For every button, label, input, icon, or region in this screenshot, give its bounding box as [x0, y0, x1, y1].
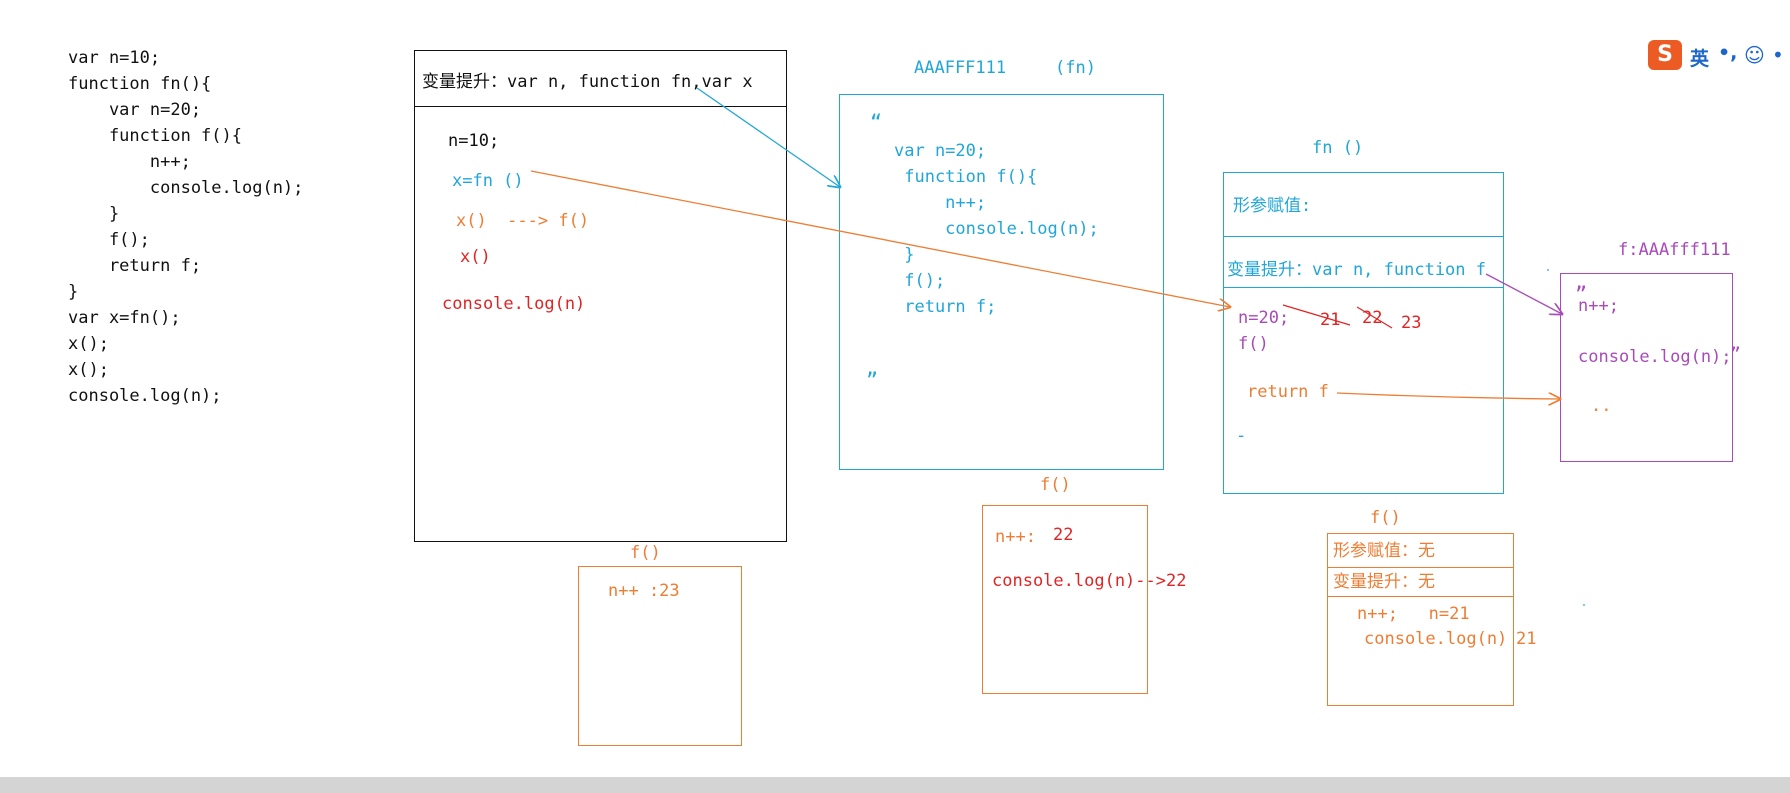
f-heap-line-1: n++;: [1578, 296, 1619, 316]
code-line: function f(){: [68, 126, 242, 146]
fn-context-box: [1223, 172, 1504, 494]
code-line: x();: [68, 360, 109, 380]
arrow-function-f-to-f-heap: [1485, 273, 1562, 314]
f-ctx-1-n-line: n++; n=21: [1357, 604, 1470, 624]
code-line: f();: [68, 230, 150, 250]
ime-mode-button[interactable]: 英: [1690, 48, 1710, 70]
code-line: }: [68, 282, 79, 302]
code-line: n++;: [68, 152, 191, 172]
f-heap-dots: ..: [1591, 396, 1612, 416]
global-context-divider: [414, 106, 787, 107]
code-line: var x=fn();: [68, 308, 181, 328]
f-heap-line-2: console.log(n);: [1578, 347, 1732, 367]
fn-context-n-23: 23: [1401, 313, 1422, 333]
global-hoisting-text: 变量提升：var n, function fn,var x: [422, 72, 753, 92]
f-ctx-3-n-line: n++ :23: [608, 581, 680, 601]
fn-heap-line: console.log(n);: [894, 219, 1099, 239]
arrow-x-to-fn-context: [530, 170, 1230, 307]
f-ctx-1-divider-2: [1327, 596, 1514, 597]
fn-heap-address: AAAFFF111: [914, 58, 1007, 78]
global-n-assign: n=10;: [448, 131, 500, 151]
arrow-fn-to-heap: [696, 87, 840, 187]
fn-context-hoisting: 变量提升：var n, function f: [1227, 260, 1486, 280]
f-ctx-3-title: f(): [630, 543, 661, 563]
code-line: return f;: [68, 256, 202, 276]
f-heap-address: f:AAAfff111: [1618, 240, 1731, 260]
f-heap-open-quote: ”: [1575, 282, 1588, 306]
code-line: console.log(n);: [68, 386, 222, 406]
fn-heap-open-quote: “: [870, 110, 883, 134]
microphone-icon[interactable]: •: [1772, 43, 1784, 67]
f-ctx-1-divider-1: [1327, 567, 1514, 568]
global-x-assign: x=fn (): [452, 171, 524, 191]
global-x-call-1: x() ---> f(): [456, 211, 590, 231]
strike-22: [1356, 306, 1393, 329]
sogou-logo-icon[interactable]: S: [1648, 40, 1682, 70]
fn-heap-line: }: [894, 245, 915, 265]
f-heap-close-quote: ”: [1730, 344, 1741, 365]
fn-context-n-line: n=20;: [1238, 308, 1290, 328]
fn-context-divider-2: [1223, 287, 1504, 288]
fn-context-return: return f: [1247, 382, 1329, 402]
fn-context-divider-1: [1223, 236, 1504, 237]
f-ctx-1-box: [1327, 533, 1514, 706]
f-ctx-1-title: f(): [1370, 508, 1401, 528]
fn-heap-line: function f(){: [894, 167, 1038, 187]
f-heap-box: [1560, 273, 1733, 462]
f-ctx-2-box: [982, 505, 1148, 694]
fn-heap-box: [839, 94, 1164, 470]
fn-context-params: 形参赋值:: [1233, 196, 1312, 216]
f-ctx-1-hoisting: 变量提升：无: [1333, 572, 1435, 592]
fn-context-f-call: f(): [1238, 334, 1269, 354]
arrow-return-to-f-heap: [1336, 392, 1560, 399]
fn-heap-line: return f;: [894, 297, 997, 317]
f-ctx-3-box: [578, 566, 742, 746]
fn-heap-line: f();: [894, 271, 946, 291]
fn-context-title: fn (): [1312, 138, 1364, 158]
fn-heap-line: var n=20;: [894, 141, 987, 161]
code-line: x();: [68, 334, 109, 354]
bottom-scrollbar[interactable]: [0, 777, 1790, 793]
fn-heap-name: (fn): [1055, 58, 1096, 78]
emoji-icon[interactable]: ☺: [1744, 43, 1765, 67]
fn-context-dash: -: [1236, 426, 1247, 446]
code-line: var n=20;: [68, 100, 202, 120]
f-ctx-1-log-line: console.log(n): [1364, 629, 1508, 649]
f-ctx-2-title: f(): [1040, 475, 1071, 495]
global-x-call-2: x(): [460, 247, 491, 267]
f-ctx-1-params: 形参赋值：无: [1333, 541, 1435, 561]
code-line: }: [68, 204, 120, 224]
code-line: var n=10;: [68, 48, 161, 68]
ime-toolbar[interactable]: S 英 •, ☺ •: [1648, 40, 1790, 70]
f-ctx-1-log-value: 21: [1516, 629, 1537, 649]
code-line: function fn(){: [68, 74, 212, 94]
global-context-box: [414, 50, 787, 542]
punctuation-icon[interactable]: •,: [1718, 42, 1738, 64]
f-ctx-2-log-line: console.log(n)-->22: [992, 571, 1187, 591]
f-ctx-2-n-value: 22: [1053, 525, 1074, 545]
fn-heap-close-quote: ”: [866, 368, 879, 392]
strike-21: [1282, 304, 1351, 326]
fn-heap-line: n++;: [894, 193, 987, 213]
global-console-log: console.log(n): [442, 294, 586, 314]
fn-context-n-21: 21: [1320, 310, 1341, 330]
f-ctx-2-n-label: n++:: [995, 527, 1036, 547]
code-line: console.log(n);: [68, 178, 304, 198]
